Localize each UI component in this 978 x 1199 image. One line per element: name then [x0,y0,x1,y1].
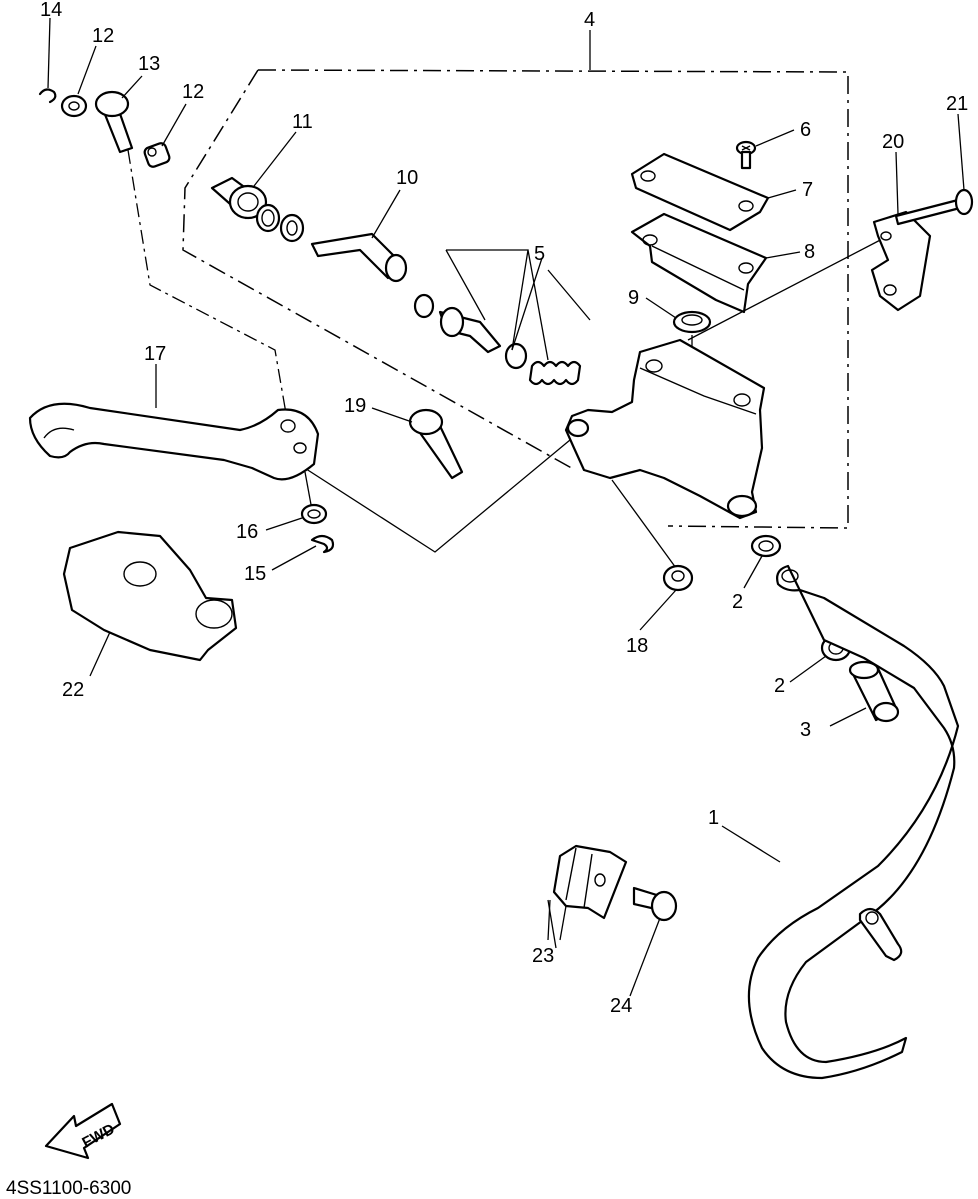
callout-3: 3 [800,719,811,741]
callout-7: 7 [802,179,813,201]
callout-15: 15 [244,563,266,585]
callout-13: 13 [138,53,160,75]
diagram-code: 4SS1100-6300 [6,1178,131,1199]
callout-2: 2 [774,675,785,697]
callout-10: 10 [396,167,418,189]
leader-lines [47,17,965,997]
lever-bolt-part [408,408,464,480]
callout-5: 5 [534,243,545,265]
callout-4: 4 [584,9,595,31]
snap-pin-part [310,534,335,554]
callout-6: 6 [800,119,811,141]
callout-18: 18 [626,635,648,657]
collar-part [143,142,171,168]
callout-21: 21 [946,93,968,115]
clutch-hose-part [747,564,960,1080]
callout-12: 12 [182,81,204,103]
callout-20: 20 [882,131,904,153]
holder-bolt-part [894,188,974,226]
assembly-outline [182,30,849,529]
piston-kit-part [413,249,591,386]
forward-arrow-icon: FWD [44,1102,122,1160]
master-cylinder-body [564,338,766,520]
callout-12: 12 [92,25,114,47]
push-rod-part [310,232,408,283]
callout-8: 8 [804,241,815,263]
plate-part [672,310,712,334]
diaphragm-part [630,212,768,314]
callout-14: 14 [40,0,62,21]
callout-labels: 14 12 13 12 11 4 10 5 6 7 8 9 20 21 17 1… [40,0,968,1017]
callout-22: 22 [62,679,84,701]
reservoir-cap-part [630,152,770,232]
copper-washer-upper [750,534,782,558]
holder-part [870,210,932,312]
callout-24: 24 [610,995,632,1017]
lever-cover-part [62,530,238,662]
callout-11: 11 [292,111,313,133]
cap-screw-part [735,140,757,170]
union-bolt-part [848,660,900,723]
callout-23: 23 [532,945,554,967]
nut-part [60,94,88,118]
circlip-part [38,88,57,104]
callout-1: 1 [708,807,719,829]
clamp-bolt-part [632,886,678,922]
callout-16: 16 [236,521,258,543]
callout-2: 2 [732,591,743,613]
boot-part [210,176,268,220]
washer-part [300,503,328,525]
clutch-lever-part [28,402,320,481]
callout-9: 9 [628,287,639,309]
hose-clamp-part [547,844,628,941]
pivot-bolt-part [94,90,134,154]
callout-17: 17 [144,343,166,365]
callout-19: 19 [344,395,366,417]
lock-nut-part [662,564,694,592]
snap-ring-part [255,203,305,243]
